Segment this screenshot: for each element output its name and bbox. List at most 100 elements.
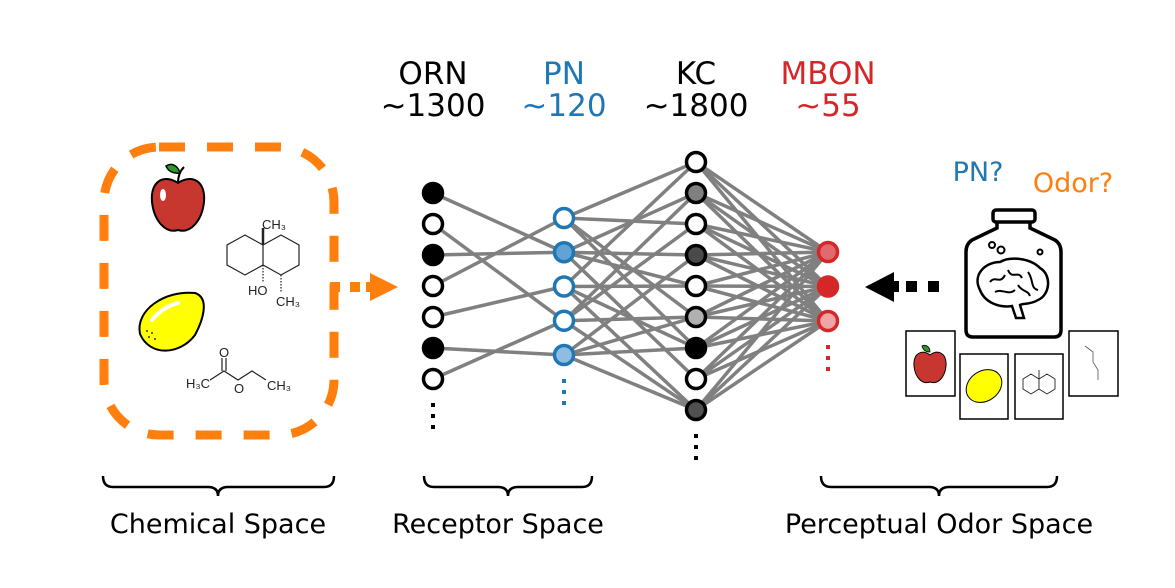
brain-jar-icon [964,208,1063,339]
edge-orn-pn [432,216,565,288]
edge-pn-kc [562,191,698,323]
kc-count: ~1800 [644,88,749,124]
kc-node [684,367,708,391]
pn-ellipsis-dot [562,390,566,394]
ethyl-acetate-ester-o: O [234,381,244,396]
mbon-label: MBON [780,56,875,92]
edge-pn-kc [563,250,697,257]
pn-node [552,206,576,230]
edge-kc-mbon [694,250,830,350]
orn-node [421,243,445,267]
layer-headers: ORN ~1300 PN ~120 KC ~1800 MBON ~55 [381,56,876,124]
chemical-space-label: Chemical Space [110,509,326,540]
pn-node [552,309,576,332]
pn-question: PN? [953,157,1004,188]
mbon-ellipsis-dot [826,345,830,349]
edge-pn-kc [563,315,697,323]
edge-pn-kc [562,253,698,357]
edge-orn-pn [431,222,566,323]
ethyl-acetate-molecule: H₃C O O CH₃ [186,345,291,396]
pn-label: PN [543,56,585,92]
dashed-arrow-right-icon [330,273,398,301]
mbon-ellipsis-dot [826,367,830,371]
edge-pn-kc [563,250,697,288]
kc-node [684,336,708,360]
ethyl-acetate-h3c: H₃C [186,376,210,391]
edge-orn-pn [432,319,565,381]
orn-ellipsis-dot [431,403,435,407]
odor-question: Odor? [1033,168,1113,199]
network-nodes [421,150,840,460]
kc-label: KC [676,56,716,92]
kc-node [684,212,708,236]
chemical-space-bracket [101,475,336,497]
edge-pn-kc [563,284,697,289]
chemical-space-dashed-box [99,142,339,440]
pn-node [552,275,576,298]
orn-node [421,367,445,391]
decalin-ch3-bottom: CH₃ [276,294,300,309]
pn-node [552,343,576,367]
edge-pn-kc [562,216,698,350]
mbon-count: ~55 [795,88,860,124]
ethyl-acetate-ch3: CH₃ [267,378,291,393]
ethyl-acetate-card [1068,330,1119,397]
kc-node [684,398,708,422]
perceptual-space-bracket [819,475,1059,497]
lemon-card [959,353,1009,420]
edge-kc-mbon [694,250,830,412]
orn-label: ORN [398,56,467,92]
kc-ellipsis-dot [694,456,698,460]
edge-kc-mbon [695,191,829,254]
edge-pn-kc [562,160,698,288]
edge-kc-mbon [695,250,829,288]
edge-pn-kc [563,160,697,220]
edge-pn-kc [563,315,697,357]
decalin-ch3-top: CH₃ [262,217,286,232]
mbon-ellipsis-dot [826,356,830,360]
receptor-space-bracket [422,475,594,497]
perceptual-space-label: Perceptual Odor Space [785,509,1093,540]
edge-kc-mbon [695,222,829,254]
orn-count: ~1300 [381,88,486,124]
kc-node [684,243,708,267]
edge-kc-mbon [695,160,829,254]
edge-pn-kc [563,353,697,412]
orn-node [421,212,445,236]
ethyl-acetate-carbonyl-o: O [219,345,229,360]
edge-kc-mbon [694,285,830,412]
edge-kc-mbon [695,250,829,319]
kc-ellipsis-dot [694,445,698,449]
kc-node [684,150,708,174]
decalin-molecule: CH₃ HO CH₃ [226,217,300,309]
space-brackets [101,475,1059,497]
edge-kc-mbon [694,250,830,381]
orn-ellipsis-dot [431,425,435,429]
apple-card [905,330,956,397]
odor-cards [905,330,1119,420]
mbon-node [816,240,840,264]
edge-kc-mbon [695,250,829,257]
decalin-ho: HO [248,283,268,298]
decalin-card [1014,353,1064,420]
edge-kc-mbon [695,319,829,412]
edge-pn-kc [562,222,698,323]
kc-node [684,305,708,329]
edge-pn-kc [563,346,697,357]
edge-orn-pn [432,191,565,254]
orn-node [421,274,445,298]
edge-orn-pn [432,284,565,319]
orn-ellipsis-dot [431,414,435,418]
pn-ellipsis-dot [562,379,566,383]
mbon-node [816,275,840,298]
lemon-icon [138,291,205,352]
pn-count: ~120 [521,88,606,124]
orn-node [421,181,445,205]
apple-icon [150,163,206,232]
pn-node [552,241,576,264]
network-edges [431,160,830,412]
orn-node [421,336,445,360]
edge-pn-kc [562,285,698,412]
